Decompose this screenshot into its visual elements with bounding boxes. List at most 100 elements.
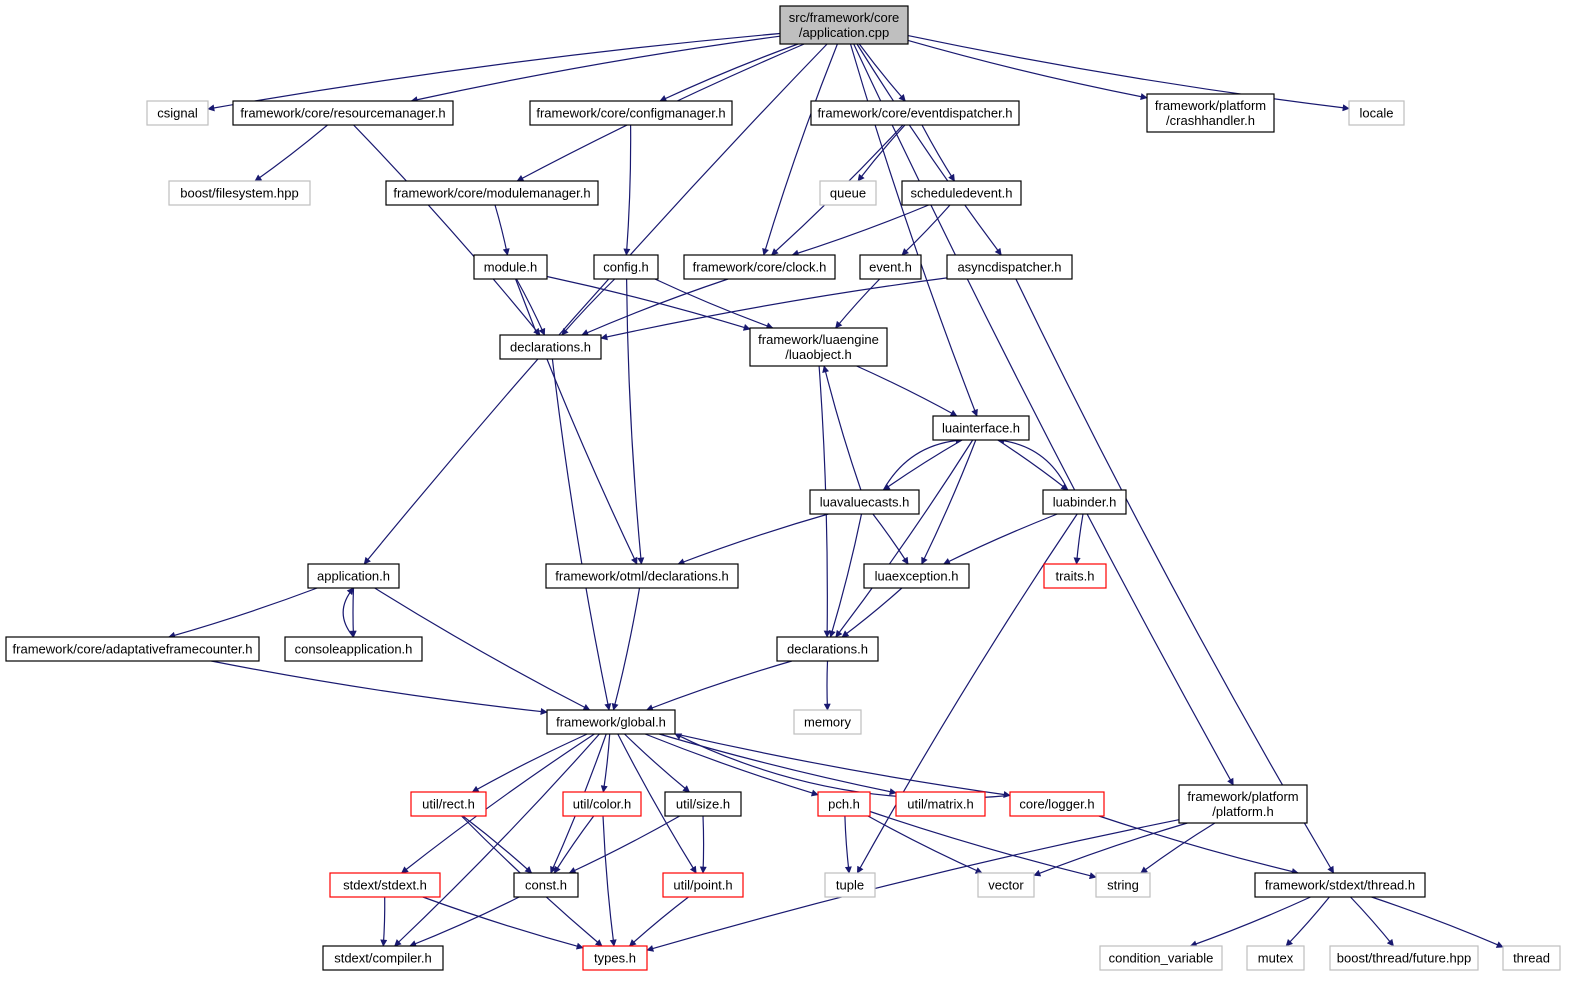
node-luavaluecasts[interactable]: luavaluecasts.h (809, 489, 920, 515)
node-vector[interactable]: vector (977, 872, 1035, 898)
node-declarations-lua[interactable]: declarations.h (776, 636, 879, 662)
edge-color-to-types (602, 815, 617, 947)
node-label: /application.cpp (799, 25, 889, 40)
edge-adaptativeframecounter-to-global (211, 660, 548, 715)
node-module[interactable]: module.h (473, 254, 548, 280)
node-box (859, 254, 922, 280)
node-label: util/size.h (676, 797, 730, 812)
edge-path (617, 733, 697, 874)
node-rect[interactable]: util/rect.h (410, 791, 487, 817)
edge-config-to-luaobject (654, 278, 774, 330)
edge-path (515, 278, 638, 565)
edge-path (659, 733, 897, 796)
node-label: queue (830, 186, 866, 201)
edge-path (762, 43, 838, 256)
node-luaobject[interactable]: framework/luaengine/luaobject.h (749, 327, 888, 367)
node-crashhandler[interactable]: framework/platform/crashhandler.h (1146, 93, 1275, 133)
node-box (793, 709, 862, 735)
node-platform[interactable]: framework/platform/platform.h (1178, 784, 1308, 824)
node-adaptativeframecounter[interactable]: framework/core/adaptativeframecounter.h (5, 636, 260, 662)
edge-path (822, 365, 862, 491)
edge-path (207, 32, 781, 112)
node-pch[interactable]: pch.h (817, 791, 871, 817)
node-asyncdispatcher[interactable]: asyncdispatcher.h (946, 254, 1073, 280)
node-tuple[interactable]: tuple (824, 872, 876, 898)
edge-clock-to-declarations_core (581, 278, 729, 336)
node-string[interactable]: string (1095, 872, 1151, 898)
node-label: boost/thread/future.hpp (1337, 951, 1471, 966)
node-label: framework/platform (1187, 789, 1298, 804)
nodes-layer: src/framework/core/application.cpp csigna… (5, 5, 1561, 971)
node-label: csignal (157, 106, 198, 121)
node-modulemanager[interactable]: framework/core/modulemanager.h (385, 180, 599, 206)
node-application-cpp[interactable]: src/framework/core/application.cpp (779, 5, 909, 45)
node-consoleapplication[interactable]: consoleapplication.h (284, 636, 423, 662)
node-luainterface[interactable]: luainterface.h (932, 415, 1030, 441)
node-logger[interactable]: core/logger.h (1009, 791, 1105, 817)
edge-luavaluecasts-to-luainterface (882, 436, 963, 491)
node-box (146, 100, 209, 126)
edge-logger-to-global (674, 733, 1011, 800)
node-box (1009, 791, 1105, 817)
node-color[interactable]: util/color.h (562, 791, 642, 817)
edge-path (353, 124, 541, 336)
node-box (322, 945, 444, 971)
edge-application_h-to-consoleapplication (349, 587, 357, 638)
node-configmanager[interactable]: framework/core/configmanager.h (529, 100, 733, 126)
edge-pch-to-string (869, 810, 1097, 880)
node-traits[interactable]: traits.h (1043, 563, 1107, 589)
node-clock[interactable]: framework/core/clock.h (683, 254, 836, 280)
edge-luabinder-to-luainterface (997, 437, 1069, 491)
node-box (329, 872, 441, 898)
node-stdext[interactable]: stdext/stdext.h (329, 872, 441, 898)
node-label: locale (1360, 106, 1394, 121)
node-types[interactable]: types.h (582, 945, 648, 971)
edge-luabinder-to-luaexception (943, 513, 1058, 565)
node-label: stdext/stdext.h (343, 878, 427, 893)
node-box (545, 563, 739, 589)
node-application-h[interactable]: application.h (307, 563, 400, 589)
node-scheduledevent[interactable]: scheduledevent.h (901, 180, 1022, 206)
node-filesystem[interactable]: boost/filesystem.hpp (168, 180, 311, 206)
edge-luainterface-to-luavaluecasts (882, 439, 963, 491)
node-queue[interactable]: queue (819, 180, 877, 206)
edge-path (882, 439, 963, 491)
node-otml-declarations[interactable]: framework/otml/declarations.h (545, 563, 739, 589)
node-label: luabinder.h (1053, 495, 1117, 510)
edge-application_cpp-to-platform (853, 43, 1234, 786)
node-matrix[interactable]: util/matrix.h (895, 791, 986, 817)
edge-size-to-point (699, 815, 707, 874)
node-label: condition_variable (1109, 951, 1214, 966)
node-mutex[interactable]: mutex (1246, 945, 1305, 971)
node-locale[interactable]: locale (1348, 100, 1405, 126)
node-const[interactable]: const.h (513, 872, 579, 898)
node-luabinder[interactable]: luabinder.h (1042, 489, 1127, 515)
edge-path (835, 439, 974, 638)
node-event[interactable]: event.h (859, 254, 922, 280)
node-thread-h[interactable]: framework/stdext/thread.h (1254, 872, 1426, 898)
edge-stdext-to-types (422, 896, 584, 950)
edge-path (849, 43, 978, 417)
edge-path (907, 35, 1350, 112)
node-declarations-core[interactable]: declarations.h (499, 334, 602, 360)
edge-luavaluecasts-to-otml_declarations (677, 513, 829, 566)
node-label: luaexception.h (875, 569, 959, 584)
edge-module-to-otml_declarations (515, 278, 638, 565)
node-config[interactable]: config.h (593, 254, 659, 280)
node-eventdispatcher[interactable]: framework/core/eventdispatcher.h (810, 100, 1020, 126)
node-global[interactable]: framework/global.h (546, 709, 676, 735)
node-future[interactable]: boost/thread/future.hpp (1329, 945, 1479, 971)
node-size[interactable]: util/size.h (664, 791, 742, 817)
node-resourcemanager[interactable]: framework/core/resourcemanager.h (232, 100, 454, 126)
node-thread[interactable]: thread (1502, 945, 1561, 971)
node-compiler[interactable]: stdext/compiler.h (322, 945, 444, 971)
node-csignal[interactable]: csignal (146, 100, 209, 126)
node-point[interactable]: util/point.h (662, 872, 744, 898)
edge-declarations_lua-to-global (645, 660, 793, 712)
node-memory[interactable]: memory (793, 709, 862, 735)
edge-path (374, 587, 591, 711)
node-luaexception[interactable]: luaexception.h (863, 563, 970, 589)
node-label: declarations.h (787, 642, 868, 657)
node-label: /luaobject.h (785, 347, 852, 362)
node-condition-variable[interactable]: condition_variable (1099, 945, 1223, 971)
